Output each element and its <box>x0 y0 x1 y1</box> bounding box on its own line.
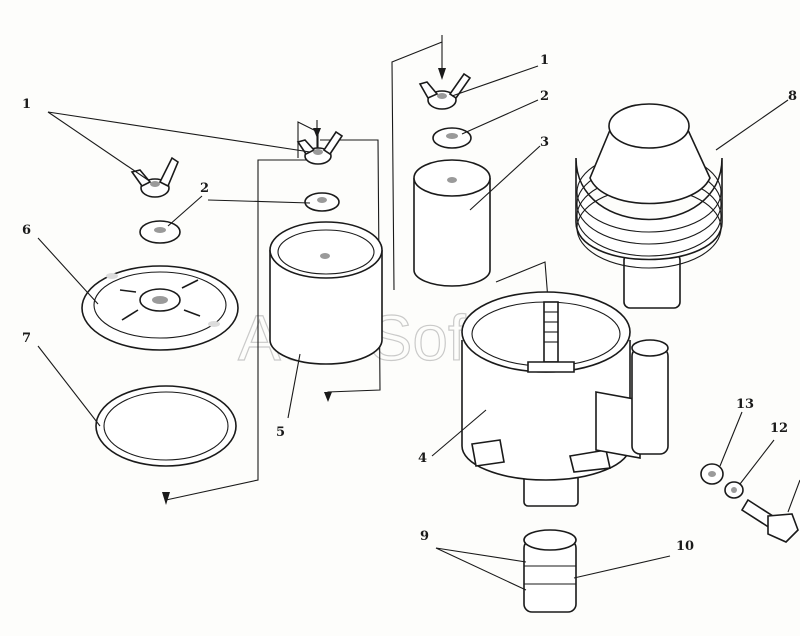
filter-housing <box>461 291 669 507</box>
callout-1-left: 1 <box>22 97 31 112</box>
wing-nut-right <box>418 72 472 110</box>
callout-7: 7 <box>22 331 31 346</box>
cover-plate <box>81 265 239 351</box>
callout-9: 9 <box>420 529 429 544</box>
callout-12: 12 <box>770 421 788 436</box>
washer-center <box>304 192 340 212</box>
filter-element <box>269 221 383 365</box>
callout-8: 8 <box>788 89 797 104</box>
callout-1-right: 1 <box>540 53 549 68</box>
callout-2-left: 2 <box>200 181 209 196</box>
lock-washer <box>724 481 744 499</box>
callout-2-right: 2 <box>540 89 549 104</box>
callout-10: 10 <box>676 539 694 554</box>
callout-13: 13 <box>736 397 754 412</box>
pre-cleaner-cap <box>575 103 723 309</box>
washer-right <box>432 127 472 149</box>
fine-filter-element <box>413 159 491 287</box>
callout-4: 4 <box>418 451 427 466</box>
wing-nut-left <box>130 156 179 198</box>
hose-coupling <box>523 529 577 613</box>
flat-washer <box>700 463 724 485</box>
washer-left <box>139 220 181 244</box>
leader-lines <box>37 65 800 591</box>
callout-3: 3 <box>540 135 549 150</box>
wing-nut-center <box>296 130 344 165</box>
callout-6: 6 <box>22 223 31 238</box>
callout-5: 5 <box>276 425 285 440</box>
sealing-ring <box>95 385 237 467</box>
callout-labels: 1 2 6 7 5 1 2 3 8 4 9 10 13 12 <box>22 53 797 554</box>
mounting-bolt <box>740 498 799 543</box>
